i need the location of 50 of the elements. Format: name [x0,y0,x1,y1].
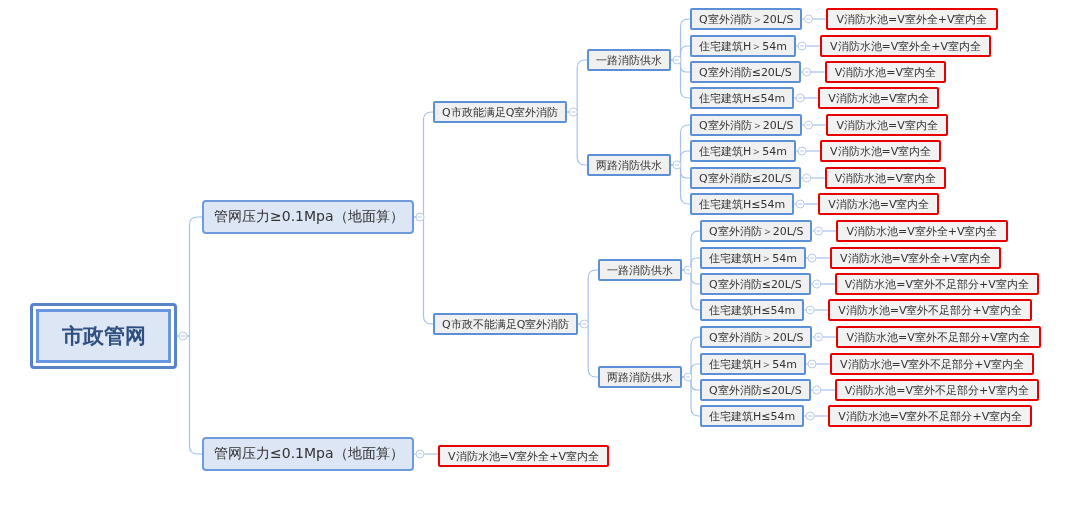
subtopic-box: 住宅建筑H＞54m [700,247,806,269]
result-box: V消防水池=V室外全+V室内全 [826,8,998,30]
result-box: V消防水池=V室外不足部分+V室内全 [834,273,1039,295]
connector-line [176,335,203,455]
connector-line [670,59,691,99]
connector-line [670,164,691,205]
subtopic-box: Q室外消防＞20L/S [700,220,813,242]
result-box: V消防水池=V室内全 [818,193,940,215]
subtopic-box: Q室外消防＞20L/S [690,8,803,30]
result-box: V消防水池=V室内全 [818,87,940,109]
subtopic-box: Q室外消防＞20L/S [690,114,803,136]
connector-line [566,111,588,166]
subtopic-box: 住宅建筑H＞54m [690,140,796,162]
subtopic-box: 住宅建筑H≤54m [700,299,805,321]
subtopic-box: Q室外消防≤20L/S [700,273,811,295]
connector-line [413,216,434,325]
subtopic-box: Q室外消防≤20L/S [690,61,801,83]
connector-line [681,376,701,417]
subtopic-box: 一路消防供水 [598,259,682,281]
subtopic-box: Q室外消防≤20L/S [690,167,801,189]
subtopic-box: 住宅建筑H≤54m [690,87,795,109]
subtopic-box: 一路消防供水 [587,49,671,71]
root-topic-box: 市政管网 [30,303,177,369]
result-box: V消防水池=V室外全+V室内全 [820,35,991,57]
subtopic-box: Q市政不能满足Q室外消防 [433,313,579,335]
result-box: V消防水池=V室外不足部分+V室内全 [836,326,1041,348]
result-box: V消防水池=V室外全+V室内全 [836,220,1008,242]
result-box: V消防水池=V室外全+V室内全 [830,247,1001,269]
result-box: V消防水池=V室外不足部分+V室内全 [834,379,1039,401]
connector-line [681,269,701,311]
result-box: V消防水池=V室内全 [820,140,942,162]
branch-topic-box: 管网压力≥0.1Mpa（地面算） [202,200,414,234]
subtopic-box: Q室外消防＞20L/S [700,326,813,348]
result-box: V消防水池=V室外不足部分+V室内全 [830,353,1034,375]
result-box: V消防水池=V室内全 [824,167,946,189]
subtopic-box: 住宅建筑H≤54m [700,405,805,427]
subtopic-box: 住宅建筑H＞54m [700,353,806,375]
subtopic-box: Q室外消防≤20L/S [700,379,811,401]
subtopic-box: 两路消防供水 [587,154,671,176]
subtopic-box: 住宅建筑H＞54m [690,35,796,57]
subtopic-box: 两路消防供水 [598,366,682,388]
subtopic-box: Q市政能满足Q室外消防 [433,101,568,123]
connector-line [577,323,599,378]
result-box: V消防水池=V室外全+V室内全 [438,445,609,467]
result-box: V消防水池=V室外不足部分+V室内全 [828,299,1033,321]
result-box: V消防水池=V室外不足部分+V室内全 [828,405,1033,427]
branch-topic-box: 管网压力≤0.1Mpa（地面算） [202,437,414,471]
subtopic-box: 住宅建筑H≤54m [690,193,795,215]
result-box: V消防水池=V室内全 [826,114,948,136]
result-box: V消防水池=V室内全 [824,61,946,83]
